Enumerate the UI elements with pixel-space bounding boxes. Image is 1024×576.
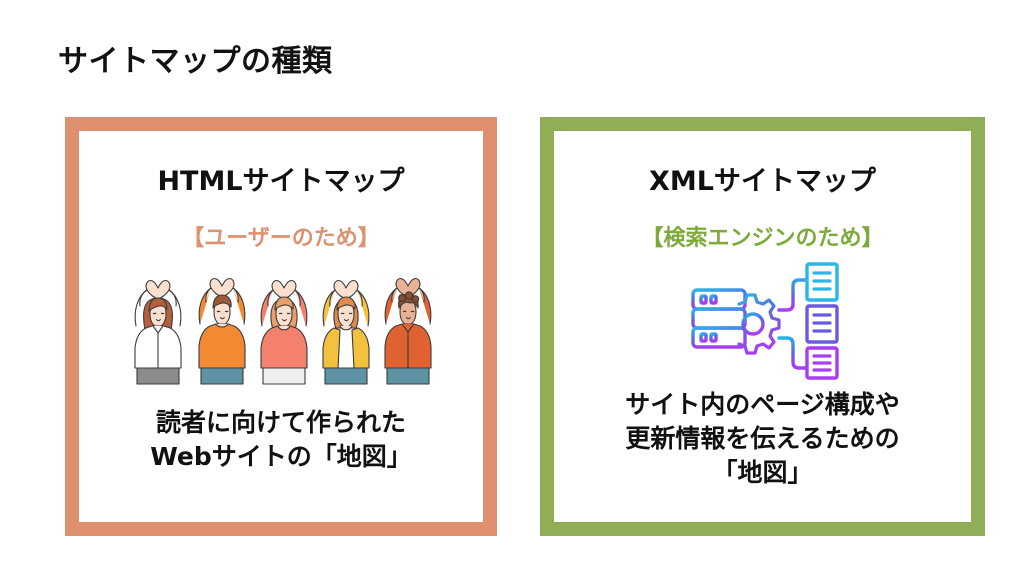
- card-xml-description-line-2: 更新情報を伝えるための: [625, 423, 900, 453]
- card-html-description-line-1: 読者に向けて作られた: [155, 408, 406, 437]
- document-page-middle: [804, 304, 839, 344]
- card-html-heading: HTMLサイトマップ: [157, 166, 405, 197]
- server-stack: [690, 288, 747, 349]
- page-title: サイトマップの種類: [58, 44, 333, 79]
- card-xml-description-line-1: サイト内のページ構成や: [625, 390, 900, 419]
- cards-row: HTMLサイトマップ 【ユーザーのため】: [0, 117, 1024, 537]
- card-xml-heading: XMLサイトマップ: [649, 166, 876, 197]
- document-page-top: [804, 262, 839, 302]
- card-xml-content: XMLサイトマップ 【検索エンジンのため】: [554, 131, 971, 522]
- card-xml-subheading: 【検索エンジンのため】: [641, 226, 884, 251]
- document-page-bottom: [804, 346, 839, 380]
- card-xml-description: サイト内のページ構成や 更新情報を伝えるための 「地図」: [625, 388, 900, 489]
- card-html-description-line-2: Webサイトの「地図」: [150, 441, 412, 471]
- people-heart-hands-illustration: [116, 268, 446, 392]
- card-html-subheading: 【ユーザーのため】: [182, 226, 380, 251]
- card-html-content: HTMLサイトマップ 【ユーザーのため】: [79, 131, 483, 522]
- tree-connectors: [776, 278, 807, 370]
- card-xml-sitemap[interactable]: XMLサイトマップ 【検索エンジンのため】: [540, 117, 985, 536]
- gear-shape: [736, 293, 781, 355]
- card-html-sitemap[interactable]: HTMLサイトマップ 【ユーザーのため】: [65, 117, 497, 536]
- server-documents-icon: [683, 262, 843, 380]
- connector-dashes: [778, 315, 803, 333]
- card-html-description: 読者に向けて作られた Webサイトの「地図」: [150, 406, 412, 474]
- card-xml-description-line-3: 「地図」: [712, 457, 813, 487]
